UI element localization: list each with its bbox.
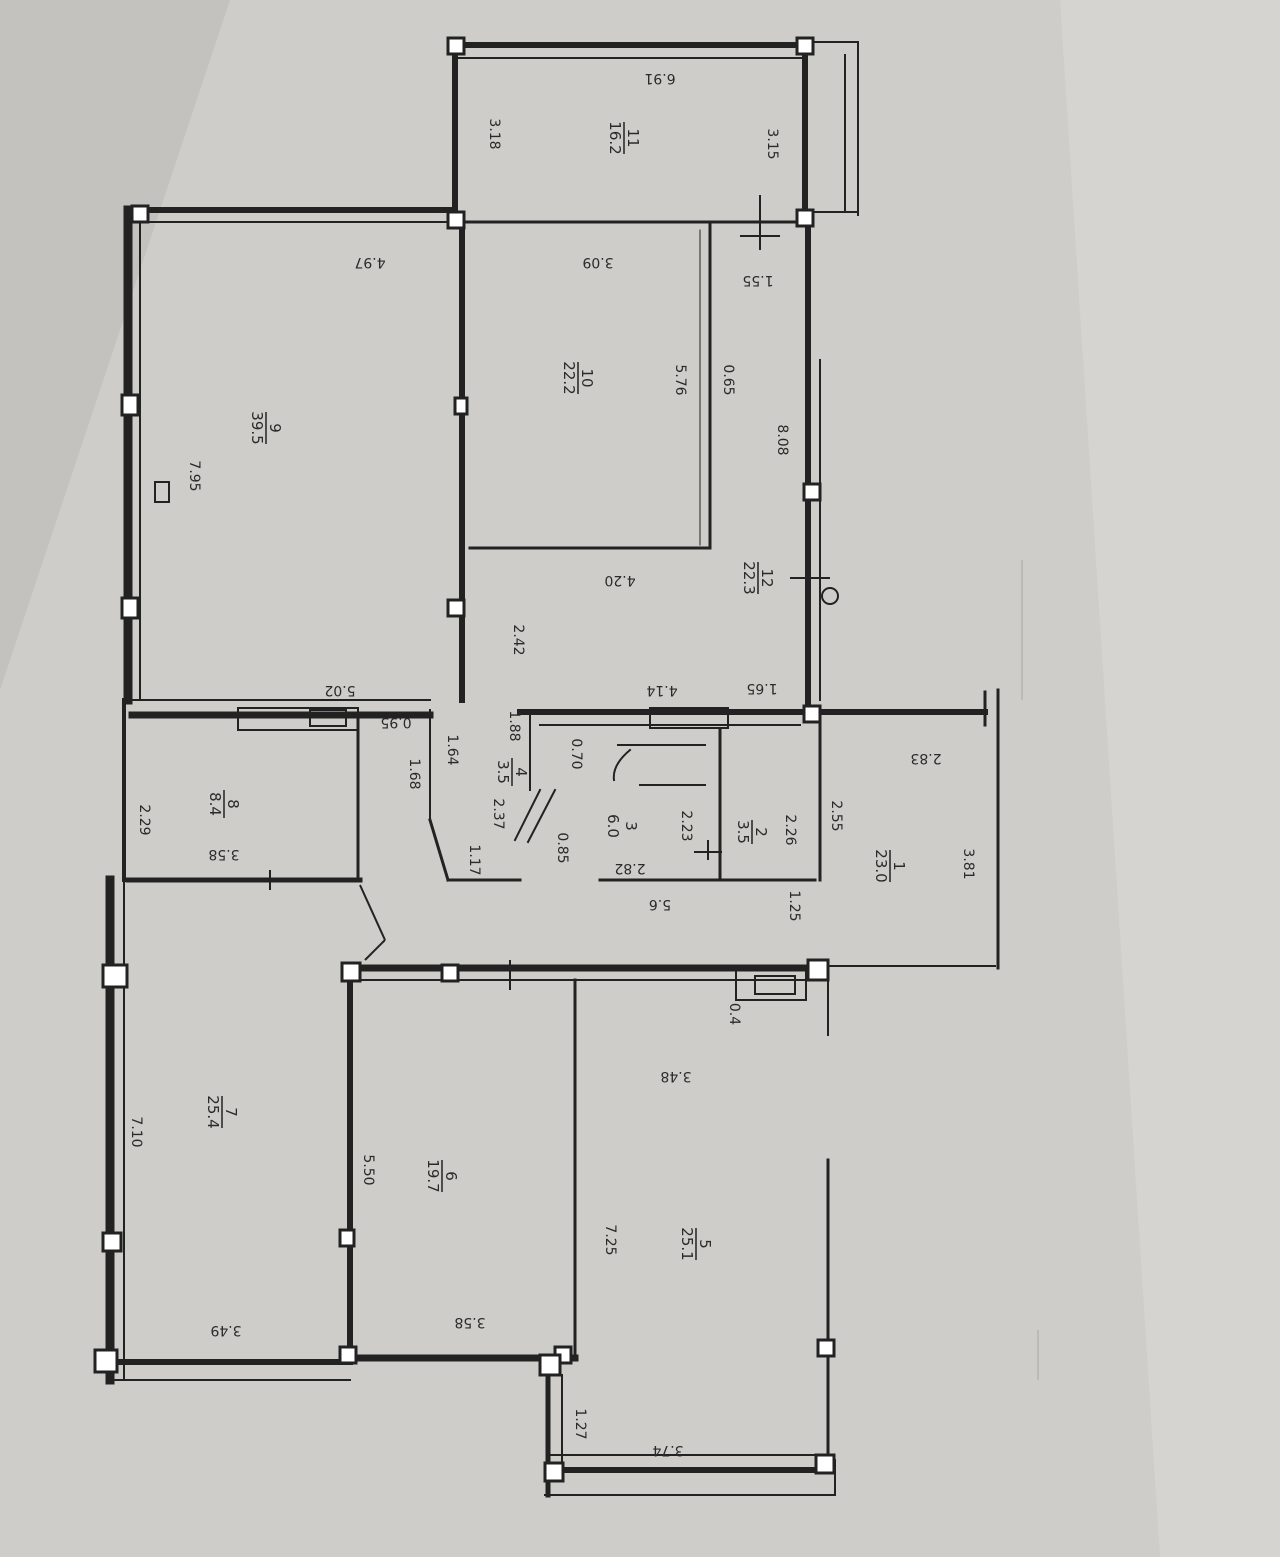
room-label-1: 1 23.0 xyxy=(872,849,908,882)
dimension-label: 8.08 xyxy=(774,424,790,455)
room-number: 12 xyxy=(758,568,776,587)
walls xyxy=(105,39,1000,1498)
dimension-label: 0.85 xyxy=(554,832,570,863)
room-label-2: 2 3.5 xyxy=(734,820,770,844)
dimension-label: 0.95 xyxy=(380,714,411,730)
room-number: 10 xyxy=(578,368,596,387)
room-label-9: 9 39.5 xyxy=(248,411,284,444)
room-label-7: 7 25.4 xyxy=(204,1095,240,1128)
room-label-5: 5 25.1 xyxy=(678,1227,714,1260)
room-area: 3.5 xyxy=(734,820,752,844)
room-number: 7 xyxy=(222,1107,240,1117)
room-area: 25.4 xyxy=(204,1095,222,1128)
room-number: 4 xyxy=(512,767,530,777)
dimension-label: 4.97 xyxy=(354,254,385,270)
room-label-12: 12 22.3 xyxy=(740,561,776,594)
dimension-label: 7.10 xyxy=(128,1116,144,1147)
dimension-label: 2.37 xyxy=(490,798,506,829)
room-label-3: 3 6.0 xyxy=(604,814,640,838)
dimension-label: 3.18 xyxy=(486,118,502,149)
room-number: 1 xyxy=(890,861,908,871)
dimension-labels: 6.91 3.18 3.15 3.09 1.55 4.97 7.95 5.76 … xyxy=(128,70,976,1458)
dimension-label: 0.65 xyxy=(720,364,736,395)
dimension-label: 4.20 xyxy=(604,572,635,588)
dimension-label: 3.49 xyxy=(210,1322,241,1338)
dimension-ticks xyxy=(269,195,839,990)
dimension-label: 1.64 xyxy=(444,734,460,765)
dimension-label: 2.83 xyxy=(910,750,941,766)
dimension-label: 5.6 xyxy=(649,896,671,912)
room-label-11: 11 16.2 xyxy=(606,121,642,154)
room-area: 3.5 xyxy=(494,760,512,784)
dimension-label: 3.09 xyxy=(582,254,613,270)
dimension-label: 1.25 xyxy=(786,890,802,921)
room-area: 6.0 xyxy=(604,814,622,838)
dimension-label: 5.76 xyxy=(672,364,688,395)
dimension-label: 2.26 xyxy=(782,814,798,845)
room-area: 23.0 xyxy=(872,849,890,882)
dimension-label: 7.25 xyxy=(602,1224,618,1255)
room-label-6: 6 19.7 xyxy=(424,1159,460,1192)
room-area: 25.1 xyxy=(678,1227,696,1260)
room-label-10: 10 22.2 xyxy=(560,361,596,394)
dimension-label: 0.4 xyxy=(726,1003,742,1025)
dimension-label: 2.42 xyxy=(510,624,526,655)
room-area: 22.2 xyxy=(560,361,578,394)
dimension-label: 5.02 xyxy=(324,682,355,698)
dimension-label: 3.48 xyxy=(660,1068,691,1084)
room-label-4: 4 3.5 xyxy=(494,758,530,786)
room-number: 6 xyxy=(442,1171,460,1181)
dimension-label: 3.58 xyxy=(454,1314,485,1330)
dimension-label: 2.82 xyxy=(614,860,645,876)
room-area: 16.2 xyxy=(606,121,624,154)
room-number: 3 xyxy=(622,821,640,831)
room-area: 39.5 xyxy=(248,411,266,444)
room-label-8: 8 8.4 xyxy=(206,790,242,818)
room-number: 2 xyxy=(752,827,770,837)
room-number: 9 xyxy=(266,423,284,433)
dimension-label: 3.74 xyxy=(652,1442,683,1458)
columns xyxy=(93,36,836,1483)
dimension-label: 3.15 xyxy=(764,128,780,159)
dimension-label: 2.23 xyxy=(678,810,694,841)
dimension-label: 3.58 xyxy=(208,846,239,862)
dimension-label: 6.91 xyxy=(644,70,675,86)
room-number: 8 xyxy=(224,799,242,809)
room-area: 19.7 xyxy=(424,1159,442,1192)
dimension-label: 2.55 xyxy=(828,800,844,831)
dimension-label: 1.65 xyxy=(746,680,777,696)
room-number: 11 xyxy=(624,128,642,147)
dimension-label: 1.88 xyxy=(506,710,522,741)
dimension-label: 1.17 xyxy=(466,844,482,875)
dimension-label: 3.81 xyxy=(960,848,976,879)
dimension-label: 0.70 xyxy=(568,738,584,769)
room-area: 22.3 xyxy=(740,561,758,594)
room-area: 8.4 xyxy=(206,792,224,816)
dimension-label: 2.29 xyxy=(136,804,152,835)
room-number: 5 xyxy=(696,1239,714,1249)
dimension-label: 7.95 xyxy=(186,460,202,491)
dimension-label: 1.27 xyxy=(572,1408,588,1439)
dimension-label: 4.14 xyxy=(646,682,677,698)
door-and-small-symbols xyxy=(154,481,386,961)
room-labels: 11 16.2 10 22.2 9 39.5 12 22.3 8 xyxy=(204,121,908,1260)
dimension-label: 1.55 xyxy=(742,272,773,288)
dimension-label: 1.68 xyxy=(406,758,422,789)
dimension-label: 5.50 xyxy=(360,1154,376,1185)
